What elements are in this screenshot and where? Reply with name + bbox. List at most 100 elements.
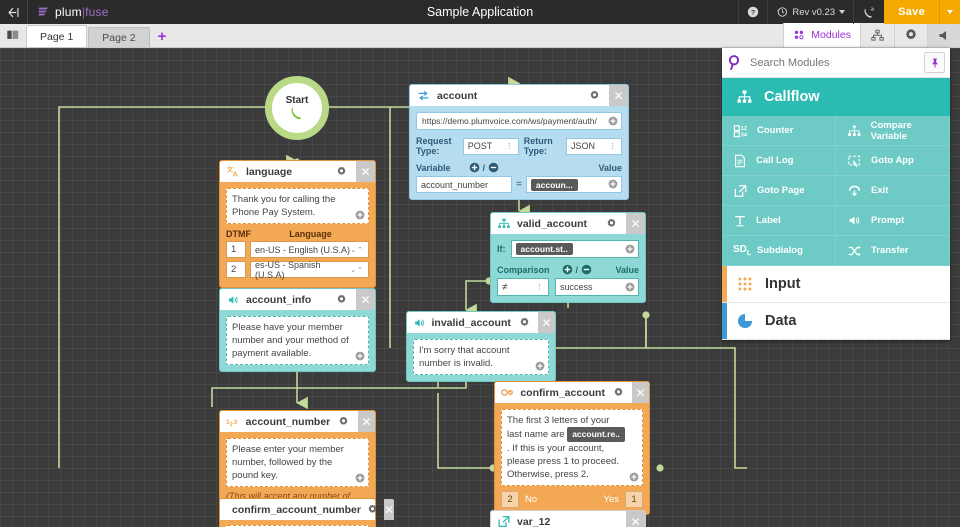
prompt-text-box[interactable]: Please enter your member number, followe…	[226, 438, 369, 487]
node-confirm-account[interactable]: confirm_account ✕ The first 3 letters of…	[494, 381, 650, 515]
add-circle-icon[interactable]	[355, 210, 365, 220]
pages-stack-icon[interactable]	[0, 23, 26, 47]
language-select[interactable]: es-US - Spanish (U.S.A) ⌄⌃	[250, 260, 369, 280]
node-header[interactable]: confirm_account_number ✕	[220, 499, 395, 520]
node-account[interactable]: account ✕ https://demo.plumvoice.com/ws/…	[409, 84, 629, 200]
close-icon[interactable]: ✕	[356, 161, 375, 182]
if-variable-input[interactable]: account.st..	[510, 240, 639, 258]
remove-circle-icon[interactable]	[488, 162, 499, 173]
close-icon[interactable]: ✕	[356, 289, 375, 310]
close-icon[interactable]: ✕	[538, 312, 555, 333]
add-circle-icon[interactable]	[562, 264, 573, 275]
module-item-exit[interactable]: Exit	[836, 176, 950, 206]
dtmf-key-input[interactable]: 2	[226, 261, 246, 278]
module-item-label[interactable]: Label	[722, 206, 836, 236]
node-header[interactable]: 文 A language ✕	[220, 161, 375, 182]
add-circle-icon[interactable]	[629, 472, 639, 482]
close-icon[interactable]: ✕	[357, 411, 375, 432]
no-key-input[interactable]: 2	[501, 491, 519, 508]
modules-toggle-button[interactable]: Modules	[783, 23, 860, 47]
gear-icon[interactable]	[336, 416, 351, 427]
module-grid: 1 2 3 4 Counter Compare Variable	[722, 116, 950, 266]
save-button[interactable]: Save	[884, 0, 939, 24]
node-header[interactable]: account ✕	[410, 85, 628, 106]
module-item-goto-app[interactable]: Goto App	[836, 146, 950, 176]
close-icon[interactable]: ✕	[383, 499, 395, 520]
add-circle-icon[interactable]	[608, 116, 618, 126]
return-type-select[interactable]: JSON ⋮	[566, 137, 622, 155]
node-account-info[interactable]: account_info ✕ Please have your member n…	[219, 288, 376, 372]
node-header[interactable]: var_12 ✕	[491, 511, 645, 527]
module-group-input[interactable]: Input	[722, 266, 950, 303]
request-type-select[interactable]: POST ⋮	[462, 137, 519, 155]
add-page-button[interactable]: +	[157, 28, 167, 45]
add-circle-icon[interactable]	[355, 473, 365, 483]
variable-value-input[interactable]: accoun...	[525, 176, 622, 193]
search-input[interactable]	[750, 56, 918, 69]
add-circle-icon[interactable]	[608, 179, 618, 189]
module-item-goto-page[interactable]: Goto Page	[722, 176, 836, 206]
back-arrow-icon[interactable]	[0, 0, 28, 24]
test-call-button[interactable]	[853, 0, 884, 24]
yes-key-input[interactable]: 1	[625, 491, 643, 508]
gear-icon[interactable]	[517, 317, 532, 328]
sitemap-button[interactable]	[860, 23, 894, 47]
node-header[interactable]: valid_account ✕	[491, 213, 645, 234]
module-item-counter[interactable]: 1 2 3 4 Counter	[722, 116, 836, 146]
pin-panel-button[interactable]	[924, 52, 945, 73]
variable-name-input[interactable]: account_number	[416, 176, 513, 193]
node-header[interactable]: account_info ✕	[220, 289, 375, 310]
audio-button[interactable]	[927, 23, 960, 47]
prompt-text: I'm sorry that account number is invalid…	[419, 345, 510, 369]
module-group-data[interactable]: Data	[722, 303, 950, 340]
help-button[interactable]: ?	[738, 0, 767, 24]
node-language[interactable]: 文 A language ✕ Thank you for calling the…	[219, 160, 376, 288]
save-dropdown-button[interactable]	[939, 0, 960, 24]
remove-circle-icon[interactable]	[581, 264, 592, 275]
close-icon[interactable]: ✕	[609, 85, 628, 106]
node-header[interactable]: 1 2 3 account_number ✕	[220, 411, 375, 432]
comparison-operator-select[interactable]: ≠ ⋮	[497, 278, 549, 296]
node-confirm-account-number[interactable]: confirm_account_number ✕	[219, 498, 395, 527]
app-logo[interactable]: plum|fuse	[28, 5, 109, 19]
comparison-value-input[interactable]: success	[555, 278, 639, 296]
gear-icon[interactable]	[611, 387, 626, 398]
settings-button[interactable]	[894, 23, 927, 47]
node-valid-account[interactable]: valid_account ✕ If: account.st.. Compari…	[490, 212, 646, 303]
gear-icon[interactable]	[333, 166, 350, 177]
close-icon[interactable]: ✕	[626, 213, 645, 234]
node-header[interactable]: invalid_account ✕	[407, 312, 555, 333]
add-circle-icon[interactable]	[625, 244, 635, 254]
module-item-prompt[interactable]: Prompt	[836, 206, 950, 236]
prompt-text-box[interactable]: I'm sorry that account number is invalid…	[413, 339, 549, 375]
gear-icon[interactable]	[603, 218, 620, 229]
add-circle-icon[interactable]	[535, 361, 545, 371]
add-circle-icon[interactable]	[355, 351, 365, 361]
gear-icon[interactable]	[333, 294, 350, 305]
module-item-call-log[interactable]: Call Log	[722, 146, 836, 176]
module-group-callflow[interactable]: Callflow	[722, 78, 950, 116]
node-invalid-account[interactable]: invalid_account ✕ I'm sorry that account…	[406, 311, 556, 382]
module-item-compare-variable[interactable]: Compare Variable	[836, 116, 950, 146]
node-header[interactable]: confirm_account ✕	[495, 382, 649, 403]
add-circle-icon[interactable]	[625, 282, 635, 292]
add-circle-icon[interactable]	[469, 162, 480, 173]
module-item-transfer[interactable]: Transfer	[836, 236, 950, 266]
close-icon[interactable]: ✕	[626, 511, 645, 527]
webservice-url-input[interactable]: https://demo.plumvoice.com/ws/payment/au…	[416, 112, 622, 130]
gear-icon[interactable]	[367, 504, 378, 515]
prompt-text-box[interactable]: Thank you for calling the Phone Pay Syst…	[226, 188, 369, 224]
dtmf-key-input[interactable]: 1	[226, 241, 246, 258]
gear-icon[interactable]	[586, 90, 603, 101]
language-select[interactable]: en-US - English (U.S.A) ⌄⌃	[250, 241, 369, 258]
module-item-subdialog[interactable]: SDL Subdialog	[722, 236, 836, 266]
close-icon[interactable]: ✕	[632, 382, 649, 403]
start-node[interactable]: Start	[265, 76, 329, 140]
revision-dropdown[interactable]: Rev v0.23	[767, 0, 853, 24]
prompt-text-box[interactable]: The first 3 letters of your last name ar…	[501, 409, 643, 486]
tab-page-2[interactable]: Page 2	[88, 27, 150, 47]
tab-page-1[interactable]: Page 1	[26, 25, 88, 47]
node-var-12[interactable]: var_12 ✕	[490, 510, 646, 527]
prompt-text-box[interactable]: Please have your member number and your …	[226, 316, 369, 365]
prompt-text-box[interactable]	[226, 525, 369, 527]
